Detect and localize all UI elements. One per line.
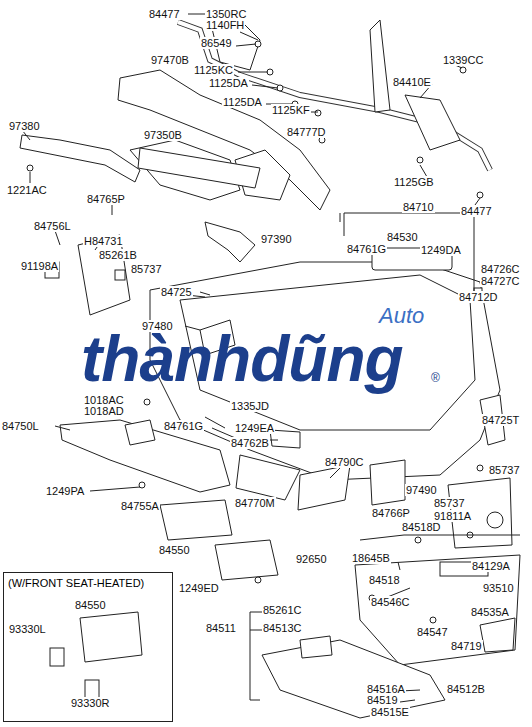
callout-number: 84756L	[33, 220, 72, 232]
callout-number: 1249EA	[234, 422, 275, 434]
callout-number: 84777D	[286, 126, 327, 138]
callout-number: 84515E	[370, 706, 410, 718]
callout-number: 93330R	[70, 697, 111, 709]
callout-number: 1249ED	[178, 582, 220, 594]
watermark: thànhdũng	[80, 326, 404, 392]
callout-number: 1221AC	[6, 184, 48, 196]
callout-number: 84550	[74, 599, 107, 611]
callout-number: 84761G	[346, 243, 387, 255]
callout-number: 1249DA	[420, 244, 462, 256]
callout-number: 86549	[200, 37, 233, 49]
callout-number: 84477	[460, 205, 493, 217]
callout-number: 84761G	[163, 420, 204, 432]
callout-number: 84762B	[230, 437, 270, 449]
callout-number: 84512B	[446, 683, 486, 695]
callout-number: 97350B	[143, 129, 183, 141]
callout-number: 85737	[130, 263, 163, 275]
callout-number: 1018AD	[83, 405, 125, 417]
callout-number: 91198A	[20, 260, 59, 272]
callout-number: 97380	[8, 120, 41, 132]
callout-number: 1140FH	[205, 19, 245, 31]
callout-number: 84770M	[234, 497, 276, 509]
callout-number: 84727C	[480, 275, 521, 287]
callout-number: 84765P	[86, 193, 126, 205]
callout-number: 84410E	[392, 76, 432, 88]
callout-number: 84725	[160, 286, 193, 298]
callout-number: 1125KF	[271, 104, 311, 116]
callout-number: 84790C	[324, 456, 365, 468]
callout-number: 97470B	[150, 54, 190, 66]
callout-number: 84750L	[1, 420, 40, 432]
callout-number: 85261B	[98, 249, 138, 261]
callout-number: 1335JD	[230, 400, 270, 412]
callout-number: 97390	[260, 233, 293, 245]
callout-number: 85261C	[262, 604, 303, 616]
callout-number: 84766P	[371, 507, 411, 519]
callout-number: 84719	[450, 640, 483, 652]
callout-number: H84731	[83, 235, 124, 247]
callout-number: 84547	[416, 626, 449, 638]
callout-number: 1125DA	[222, 96, 263, 108]
callout-number: 84513C	[262, 622, 303, 634]
callout-number: 84550	[158, 544, 191, 556]
callout-number: 84511	[205, 622, 237, 634]
callout-number: 84518D	[401, 521, 442, 533]
callout-number: 84530	[386, 231, 419, 243]
box-heading: (W/FRONT SEAT-HEATED)	[4, 574, 148, 592]
callout-number: 84477	[148, 8, 181, 20]
callout-number: 84519	[366, 694, 399, 706]
callout-number: 84129A	[471, 560, 511, 572]
callout-number: 84518	[368, 574, 401, 586]
watermark: Auto	[378, 304, 425, 328]
callout-number: 92650	[295, 553, 328, 565]
callout-number: 93330L	[8, 623, 47, 635]
watermark: ®	[430, 372, 441, 384]
option-box: (W/FRONT SEAT-HEATED)	[3, 572, 173, 722]
callout-number: 84546C	[370, 596, 411, 608]
callout-number: 93510	[482, 582, 515, 594]
callout-number: 84755A	[120, 500, 160, 512]
callout-number: 1125KC	[193, 64, 234, 76]
callout-number: 18645B	[351, 552, 391, 564]
callout-number: 84725T	[481, 414, 520, 426]
callout-number: 84726C	[480, 263, 521, 275]
callout-number: 85737	[433, 497, 466, 509]
callout-number: 84712D	[458, 291, 499, 303]
callout-number: 85737	[488, 464, 521, 476]
callout-number: 1125DA	[208, 77, 249, 89]
callout-number: 97490	[405, 484, 438, 496]
callout-number: 1249PA	[45, 485, 85, 497]
callout-number: 84710	[402, 201, 435, 213]
callout-number: 1125GB	[393, 176, 435, 188]
callout-number: 84535A	[470, 606, 510, 618]
callout-number: 1339CC	[442, 54, 484, 66]
